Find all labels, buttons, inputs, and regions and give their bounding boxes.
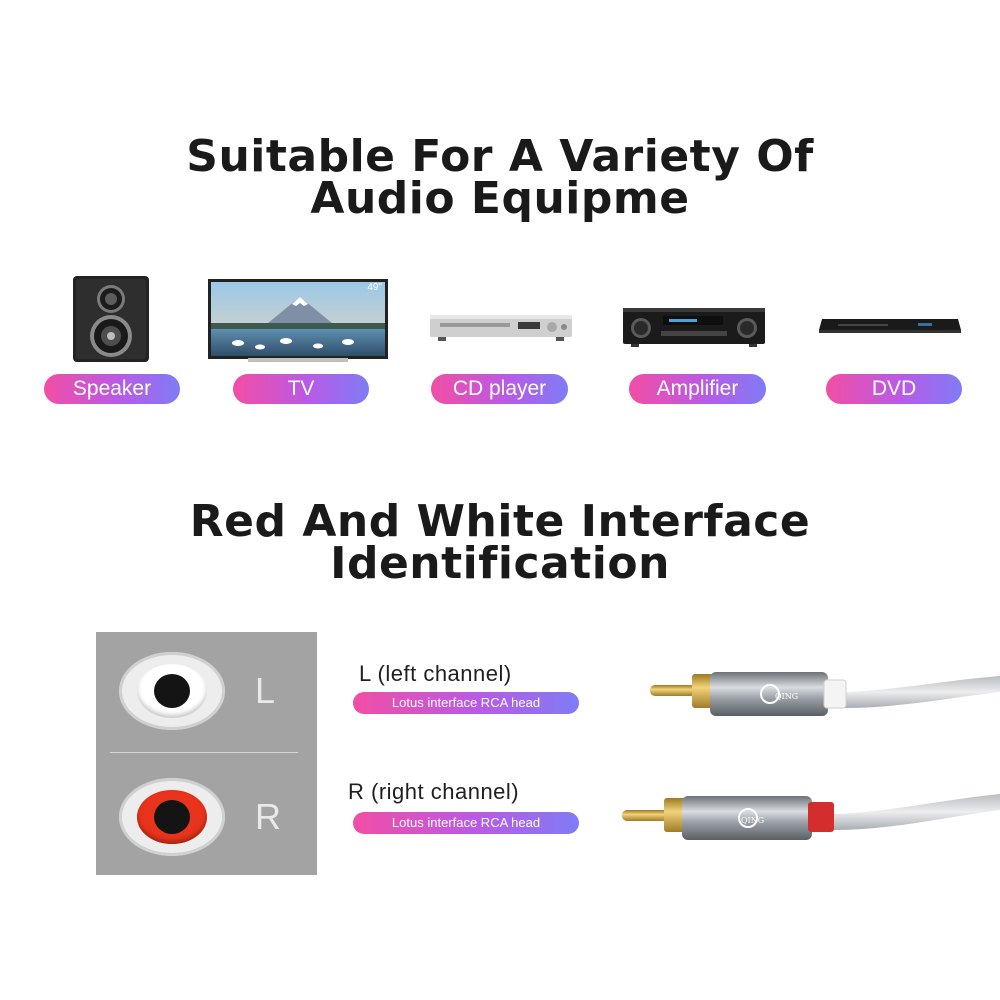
right-channel-subtitle: Lotus interface RCA head: [353, 812, 579, 834]
section-heading-interface: Red And White Interface Identification: [0, 500, 1000, 586]
device-label-dvd: DVD: [826, 374, 962, 404]
rca-cable-right-icon: [620, 770, 1000, 874]
brand-logo-right: QING: [741, 816, 765, 825]
right-channel-letter: R: [255, 796, 281, 837]
amplifier-icon: [623, 306, 765, 352]
heading-line-1: Suitable For A Variety Of: [186, 131, 814, 182]
heading-line-1: Red And White Interface: [189, 496, 811, 547]
rca-cable-left-icon: [648, 650, 1000, 754]
panel-divider: [110, 752, 298, 753]
section-heading-devices: Suitable For A Variety Of Audio Equipme: [0, 135, 1000, 221]
device-label-amplifier: Amplifier: [629, 374, 766, 404]
device-label-speaker: Speaker: [44, 374, 180, 404]
tv-size-badge: 49": [367, 282, 382, 293]
tv-icon: 49": [208, 279, 388, 367]
dvd-player-icon: [818, 316, 962, 340]
right-jack-icon: [119, 778, 225, 856]
device-label-tv: TV: [233, 374, 369, 404]
left-channel-letter: L: [255, 670, 276, 711]
right-channel-title: R (right channel): [348, 779, 520, 804]
heading-line-2: Identification: [330, 538, 670, 589]
cd-player-icon: [430, 313, 572, 347]
device-label-cd-player: CD player: [431, 374, 568, 404]
brand-logo-left: QING: [775, 692, 799, 701]
heading-line-2: Audio Equipme: [310, 173, 690, 224]
left-channel-subtitle: Lotus interface RCA head: [353, 692, 579, 714]
left-jack-icon: [119, 652, 225, 730]
left-channel-title: L (left channel): [359, 661, 512, 686]
speaker-icon: [72, 275, 150, 369]
